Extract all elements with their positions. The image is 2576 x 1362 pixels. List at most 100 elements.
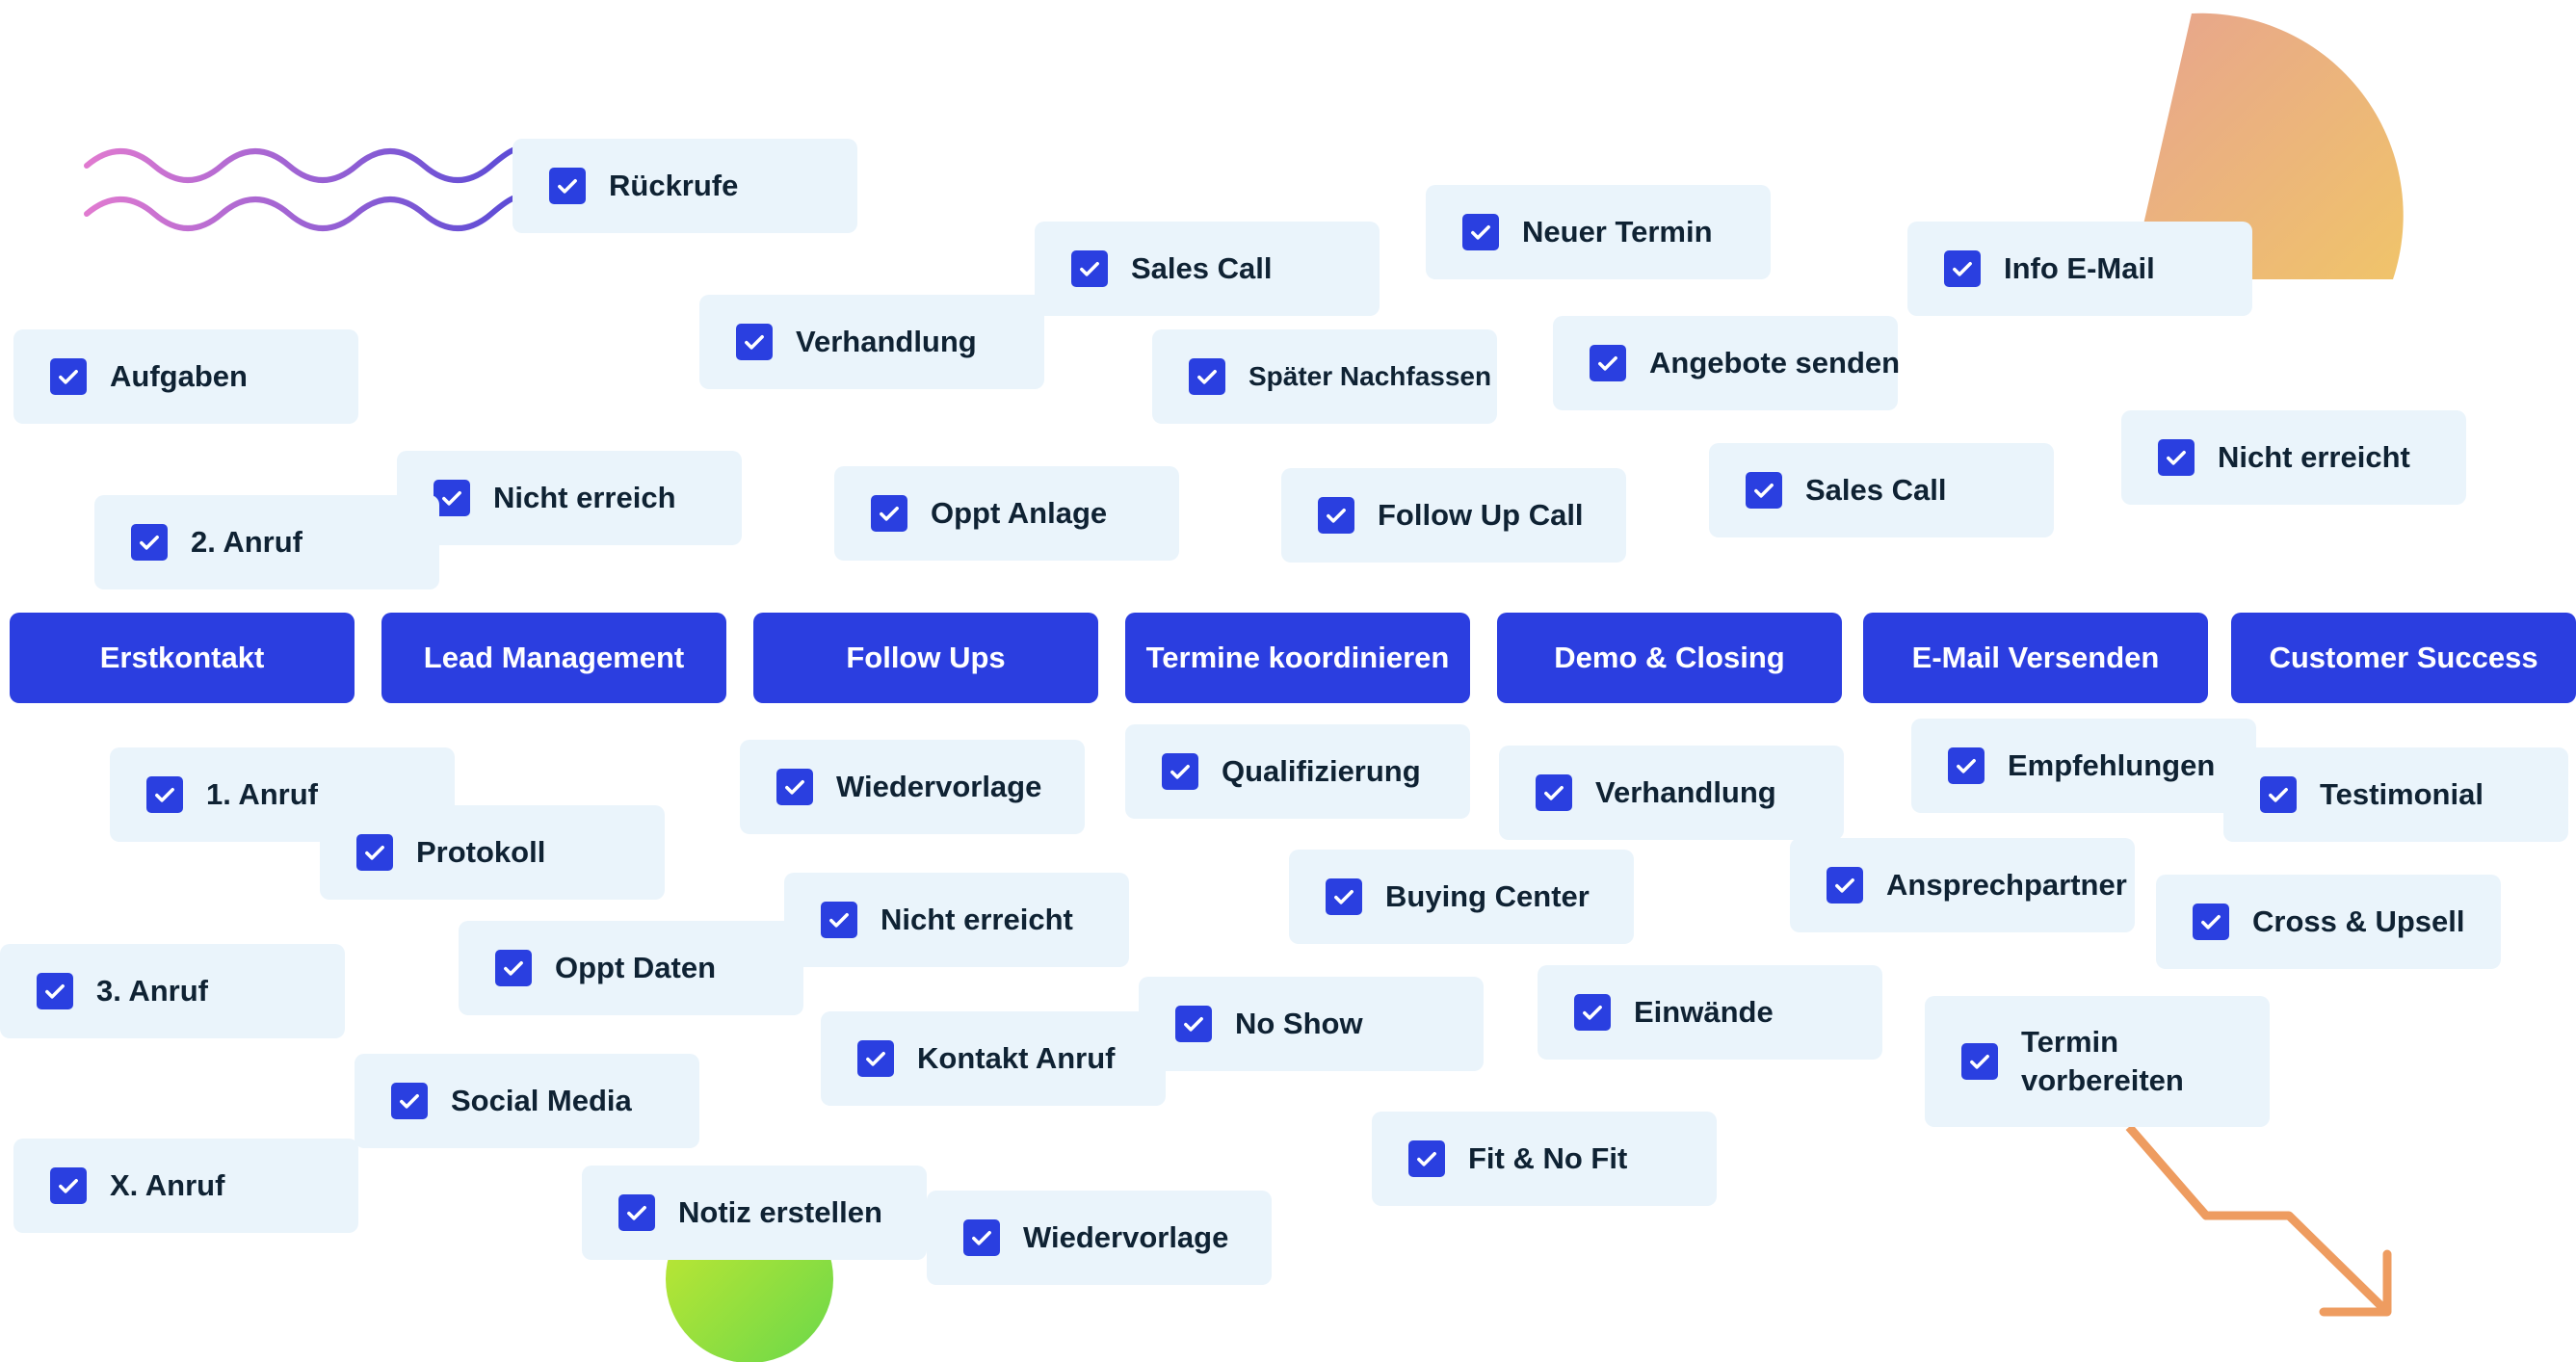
checkbox-checked-icon[interactable] <box>1189 358 1225 395</box>
task-chip-notiz-erstellen[interactable]: Notiz erstellen <box>582 1166 927 1260</box>
task-chip-info-email[interactable]: Info E-Mail <box>1907 222 2252 316</box>
task-label: Notiz erstellen <box>678 1194 882 1229</box>
stage-erstkontakt[interactable]: Erstkontakt <box>10 613 355 703</box>
stage-customer-success[interactable]: Customer Success <box>2231 613 2576 703</box>
task-label: Kontakt Anruf <box>917 1040 1116 1075</box>
checkbox-checked-icon[interactable] <box>356 834 393 871</box>
task-chip-wiedervorlage[interactable]: Wiedervorlage <box>740 740 1085 834</box>
task-chip-kontakt-anruf[interactable]: Kontakt Anruf <box>821 1011 1166 1106</box>
checkbox-checked-icon[interactable] <box>1827 867 1863 904</box>
checkbox-checked-icon[interactable] <box>871 495 907 532</box>
task-chip-oppt-daten[interactable]: Oppt Daten <box>459 921 803 1015</box>
checkbox-checked-icon[interactable] <box>495 950 532 986</box>
checkbox-checked-icon[interactable] <box>618 1194 655 1231</box>
checkbox-checked-icon[interactable] <box>1948 747 1985 784</box>
task-chip-social-media[interactable]: Social Media <box>355 1054 699 1148</box>
checkbox-checked-icon[interactable] <box>2260 776 2297 813</box>
task-label: Rückrufe <box>609 168 739 202</box>
task-label: Nicht erreich <box>493 480 676 514</box>
stage-demo-closing[interactable]: Demo & Closing <box>1497 613 1842 703</box>
stage-email-versenden[interactable]: E-Mail Versenden <box>1863 613 2208 703</box>
task-label: Social Media <box>451 1083 632 1117</box>
task-chip-nicht-erreicht-lower[interactable]: Nicht erreicht <box>784 873 1129 967</box>
checkbox-checked-icon[interactable] <box>1326 878 1362 915</box>
task-chip-oppt-anlage[interactable]: Oppt Anlage <box>834 466 1179 561</box>
checkbox-checked-icon[interactable] <box>963 1219 1000 1256</box>
checkbox-checked-icon[interactable] <box>391 1083 428 1119</box>
task-chip-sales-call[interactable]: Sales Call <box>1035 222 1380 316</box>
checkbox-checked-icon[interactable] <box>131 524 168 561</box>
task-chip-protokoll[interactable]: Protokoll <box>320 805 665 900</box>
task-chip-einwaende[interactable]: Einwände <box>1538 965 1882 1060</box>
checkbox-checked-icon[interactable] <box>1408 1140 1445 1177</box>
task-label: Verhandlung <box>796 324 977 358</box>
checkbox-checked-icon[interactable] <box>1318 497 1354 534</box>
task-chip-zweiter-anruf[interactable]: 2. Anruf <box>94 495 439 589</box>
task-chip-erster-anruf[interactable]: 1. Anruf <box>110 747 455 842</box>
checkbox-checked-icon[interactable] <box>736 324 773 360</box>
task-label: 2. Anruf <box>191 524 302 559</box>
task-chip-ansprechpartner[interactable]: Ansprechpartner <box>1790 838 2135 932</box>
task-chip-angebote-senden[interactable]: Angebote senden <box>1553 316 1900 410</box>
task-label: Neuer Termin <box>1522 214 1713 249</box>
checkbox-checked-icon[interactable] <box>1162 753 1198 790</box>
checkbox-checked-icon[interactable] <box>1746 472 1782 509</box>
checkbox-checked-icon[interactable] <box>1961 1043 1998 1080</box>
task-label: Termin vorbereiten <box>2021 1024 2184 1097</box>
task-label: Sales Call <box>1131 250 1273 285</box>
task-chip-nicht-erreich[interactable]: Nicht erreich <box>397 451 742 545</box>
stage-lead-management[interactable]: Lead Management <box>381 613 726 703</box>
checkbox-checked-icon[interactable] <box>857 1040 894 1077</box>
task-chip-termin-vorbereiten[interactable]: Termin vorbereiten <box>1925 996 2270 1127</box>
task-label: Ansprechpartner <box>1886 867 2127 902</box>
stage-follow-ups[interactable]: Follow Ups <box>753 613 1098 703</box>
task-chip-sales-call-mid[interactable]: Sales Call <box>1709 443 2054 537</box>
task-chip-qualifizierung[interactable]: Qualifizierung <box>1125 724 1470 819</box>
checkbox-checked-icon[interactable] <box>1590 345 1626 381</box>
wave-line-bottom <box>84 194 524 231</box>
checkbox-checked-icon[interactable] <box>434 480 470 516</box>
task-label: No Show <box>1235 1006 1363 1040</box>
task-chip-fit-no-fit[interactable]: Fit & No Fit <box>1372 1112 1717 1206</box>
task-chip-empfehlungen[interactable]: Empfehlungen <box>1911 719 2256 813</box>
task-label: Später Nachfassen <box>1249 360 1492 391</box>
task-chip-nicht-erreicht[interactable]: Nicht erreicht <box>2121 410 2466 505</box>
checkbox-checked-icon[interactable] <box>821 902 857 938</box>
task-chip-no-show[interactable]: No Show <box>1139 977 1484 1071</box>
task-chip-follow-up-call[interactable]: Follow Up Call <box>1281 468 1626 563</box>
checkbox-checked-icon[interactable] <box>2193 904 2229 940</box>
stage-termine-koordinieren[interactable]: Termine koordinieren <box>1125 613 1470 703</box>
task-chip-aufgaben[interactable]: Aufgaben <box>13 329 358 424</box>
task-label: Verhandlung <box>1595 774 1776 809</box>
task-label: Protokoll <box>416 834 546 869</box>
checkbox-checked-icon[interactable] <box>1574 994 1611 1031</box>
checkbox-checked-icon[interactable] <box>2158 439 2195 476</box>
checkbox-checked-icon[interactable] <box>1536 774 1572 811</box>
checkbox-checked-icon[interactable] <box>1944 250 1981 287</box>
checkbox-checked-icon[interactable] <box>549 168 586 204</box>
task-chip-dritter-anruf[interactable]: 3. Anruf <box>0 944 345 1038</box>
task-chip-buying-center[interactable]: Buying Center <box>1289 850 1634 944</box>
task-chip-cross-upsell[interactable]: Cross & Upsell <box>2156 875 2501 969</box>
task-label: 1. Anruf <box>206 776 318 811</box>
task-chip-wiedervorlage-lower[interactable]: Wiedervorlage <box>927 1191 1272 1285</box>
task-chip-x-anruf[interactable]: X. Anruf <box>13 1139 358 1233</box>
checkbox-checked-icon[interactable] <box>1175 1006 1212 1042</box>
checkbox-checked-icon[interactable] <box>50 358 87 395</box>
task-label: Info E-Mail <box>2004 250 2155 285</box>
task-chip-verhandlung[interactable]: Verhandlung <box>699 295 1044 389</box>
checkbox-checked-icon[interactable] <box>1071 250 1108 287</box>
task-chip-testimonial[interactable]: Testimonial <box>2223 747 2568 842</box>
wedge-shape <box>2131 13 2404 280</box>
task-chip-spaeter-nachfassen[interactable]: Später Nachfassen <box>1152 329 1497 424</box>
checkbox-checked-icon[interactable] <box>37 973 73 1009</box>
checkbox-checked-icon[interactable] <box>776 769 813 805</box>
task-chip-rueckrufe[interactable]: Rückrufe <box>513 139 857 233</box>
checkbox-checked-icon[interactable] <box>50 1167 87 1204</box>
task-chip-verhandlung-lower[interactable]: Verhandlung <box>1499 746 1844 840</box>
arrow-line <box>2125 1124 2391 1316</box>
checkbox-checked-icon[interactable] <box>1462 214 1499 250</box>
task-label: Follow Up Call <box>1378 497 1584 532</box>
task-chip-neuer-termin[interactable]: Neuer Termin <box>1426 185 1771 279</box>
checkbox-checked-icon[interactable] <box>146 776 183 813</box>
